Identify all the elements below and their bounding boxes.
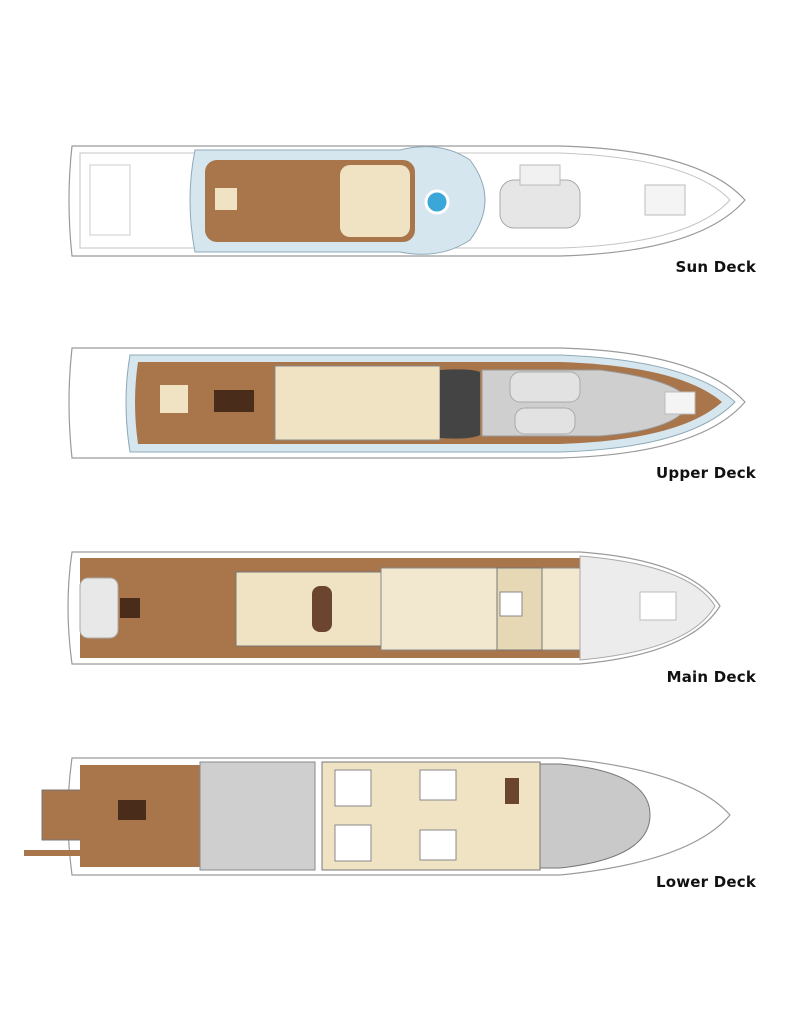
upper-deck-label: Upper Deck	[656, 464, 756, 482]
lower-deck-label: Lower Deck	[655, 873, 756, 891]
main-deck-plan	[67, 551, 721, 665]
upper-deck-plan	[68, 347, 746, 459]
main-deck-label: Main Deck	[666, 668, 756, 686]
lower-deck-plan	[24, 757, 731, 876]
sun-deck-plan	[68, 145, 746, 257]
sun-deck-label: Sun Deck	[675, 258, 756, 276]
